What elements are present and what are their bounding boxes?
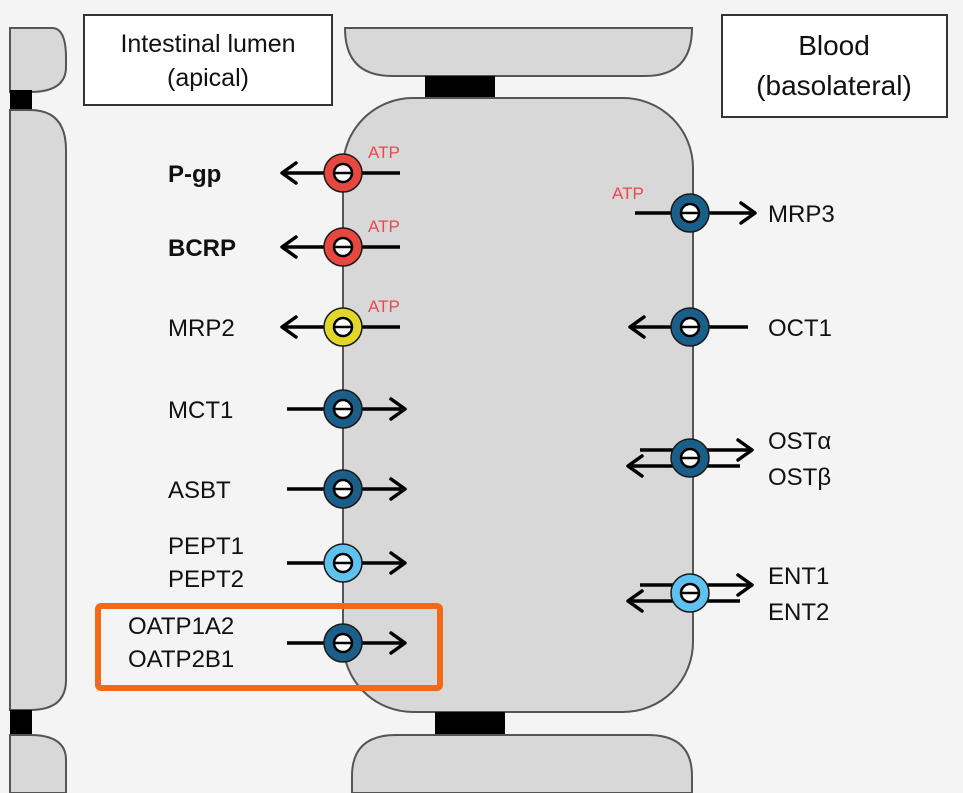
transporter-name-2: PEPT2: [168, 566, 244, 593]
atp-label: ATP: [368, 143, 400, 162]
transport-arrow-head-out: [736, 438, 754, 462]
transport-arrow-head: [280, 315, 298, 339]
apical-transporter-p-gp: ATP P-gp: [168, 143, 400, 193]
transport-arrow-head-in: [626, 589, 644, 613]
transport-arrow-head: [389, 551, 407, 575]
basolateral-region-label: Blood (basolateral): [721, 14, 948, 118]
transporter-name: OSTα: [768, 428, 831, 455]
apical-transporter-mrp2: ATP MRP2: [168, 297, 400, 347]
transport-arrow-head: [739, 201, 757, 225]
transporter-name-2: OATP2B1: [128, 646, 234, 673]
atp-label: ATP: [368, 297, 400, 316]
transporter-name: BCRP: [168, 235, 236, 262]
transporter-layer: ATPP-gpATPBCRPATPMRP2MCT1ASBTPEPT1PEPT2O…: [128, 143, 835, 673]
transport-arrow-head: [280, 161, 298, 185]
left-tight-junction-top: [10, 90, 32, 110]
oatp-highlight-box: [95, 603, 443, 691]
bottom-neighbor-cell: [351, 734, 693, 793]
transport-arrow-head: [389, 477, 407, 501]
left-neighbor-cell: [9, 27, 67, 93]
apical-label-line1: Intestinal lumen: [120, 30, 295, 58]
transport-arrow-head-out: [736, 573, 754, 597]
apical-transporter-bcrp: ATP BCRP: [168, 217, 400, 267]
transporter-name-2: OSTβ: [768, 464, 831, 491]
apical-transporter-asbt: ASBT: [168, 469, 407, 509]
apical-region-label: Intestinal lumen (apical): [83, 14, 333, 106]
basolateral-transporter-oct1: OCT1: [628, 307, 832, 347]
transport-arrow-head: [389, 397, 407, 421]
apical-label-line2: (apical): [167, 64, 249, 92]
transport-arrow-head: [389, 631, 407, 655]
transporter-name: ENT1: [768, 563, 829, 590]
left-neighbor-cell-bottom: [9, 734, 67, 793]
transport-arrow-head-in: [626, 454, 644, 478]
apical-transporter-mct1: MCT1: [168, 389, 407, 429]
transporter-name: P-gp: [168, 161, 221, 188]
left-neighbor-cell-body: [9, 109, 67, 711]
transporter-name: ASBT: [168, 477, 231, 504]
transporter-name-2: ENT2: [768, 599, 829, 626]
transporter-name: OATP1A2: [128, 613, 234, 640]
transport-arrow-head: [628, 315, 646, 339]
basolateral-label-line2: (basolateral): [756, 70, 912, 101]
bottom-tight-junction: [435, 712, 505, 735]
transporter-name: PEPT1: [168, 533, 244, 560]
basolateral-label-line1: Blood: [798, 30, 870, 61]
transport-arrow-head: [280, 235, 298, 259]
atp-label: ATP: [612, 184, 644, 203]
left-tight-junction-bottom: [10, 710, 32, 735]
transporter-name: MCT1: [168, 397, 233, 424]
top-neighbor-cell: [343, 27, 694, 77]
basolateral-transporter-mrp3: ATP MRP3: [612, 184, 835, 233]
transporter-name: MRP3: [768, 201, 835, 228]
top-tight-junction: [425, 76, 495, 99]
transporter-name: MRP2: [168, 315, 235, 342]
transporter-name: OCT1: [768, 315, 832, 342]
atp-label: ATP: [368, 217, 400, 236]
